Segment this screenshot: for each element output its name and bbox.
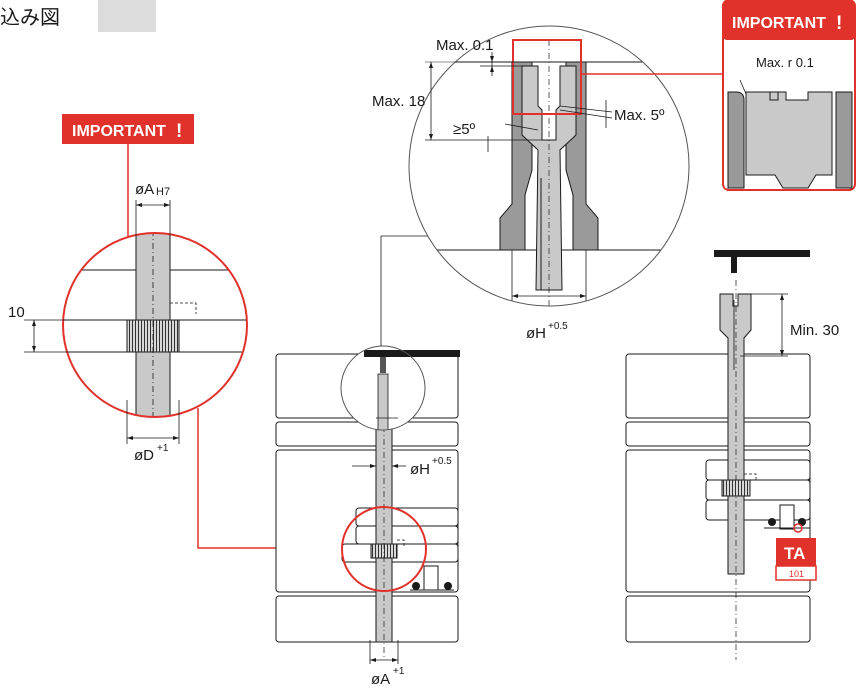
important-exclaim-right: ! — [836, 13, 842, 34]
dim-oa-h7-sub: H7 — [156, 186, 170, 198]
important-callout-left: IMPORTANT ! — [62, 114, 194, 240]
left-detail-circle — [62, 232, 248, 418]
right-knurl — [721, 479, 751, 497]
dim-max-5deg-label: Max. 5º — [614, 107, 665, 124]
ta-badge-number: 101 — [789, 569, 804, 579]
dim-od-sup: +1 — [157, 443, 169, 454]
top-red-frame — [512, 39, 582, 115]
dim-max-r01-label: Max. r 0.1 — [756, 55, 814, 70]
header: 込み図 — [0, 0, 156, 32]
important-exclaim: ! — [176, 121, 182, 142]
dim-min-30-label: Min. 30 — [790, 322, 839, 339]
title-placeholder-box — [98, 0, 156, 32]
important-label: IMPORTANT — [72, 123, 166, 140]
top-dimensions: Max. 0.1 Max. 18 ≥5º Max. 5º øH +0.5 — [372, 37, 665, 342]
important-label-box — [62, 114, 194, 144]
page-title: 込み図 — [0, 5, 60, 29]
dim-oa-h7-label: øA — [135, 181, 154, 198]
dim-oa-bottom-sup: +1 — [393, 666, 405, 677]
dim-oh-mid-label: øH — [410, 461, 430, 478]
middle-sensor — [410, 565, 454, 591]
right-assembly — [625, 250, 811, 660]
dim-oa-bottom-label: øA — [371, 671, 390, 688]
middle-highlight-circle — [341, 506, 427, 592]
ta-badge-label: TA — [784, 544, 805, 563]
dim-oh-top-label: øH — [526, 325, 546, 342]
small-detail-circle — [340, 235, 430, 431]
middle-dimensions: øH +0.5 øA +1 — [352, 456, 452, 688]
left-dimensions: øA H7 10 øD +1 — [8, 181, 180, 464]
ta-badge: TA 101 — [775, 538, 817, 581]
dim-min-5deg-label: ≥5º — [453, 121, 476, 138]
dim-oh-mid-sup: +0.5 — [432, 456, 452, 467]
important-label-right: IMPORTANT — [732, 15, 826, 32]
top-detail-circle — [408, 25, 724, 307]
dim-ten-label: 10 — [8, 304, 25, 321]
dim-od-label: øD — [134, 447, 154, 464]
dim-oh-top-sup: +0.5 — [548, 321, 568, 332]
right-dimensions: Min. 30 — [740, 293, 839, 357]
important-callout-right: IMPORTANT ! Max. r 0.1 — [722, 0, 856, 191]
dim-max-01-label: Max. 0.1 — [436, 37, 494, 54]
dim-max-18-label: Max. 18 — [372, 93, 425, 110]
right-sensor — [764, 504, 810, 533]
